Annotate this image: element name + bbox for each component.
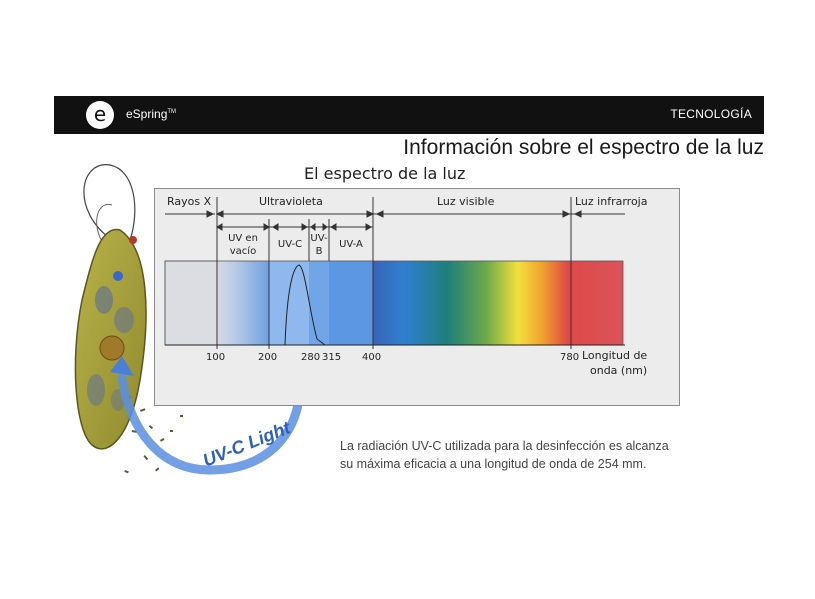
tick-780: 780 bbox=[560, 352, 580, 363]
band-uvb-line1: UV- bbox=[310, 233, 328, 244]
caption-line2: su máxima eficacia a una longitud de ond… bbox=[340, 457, 647, 471]
region-xray: Rayos X bbox=[167, 195, 212, 208]
header-bar: e eSpringTM TECNOLOGÍA bbox=[54, 96, 764, 134]
espring-logo: e bbox=[86, 101, 114, 129]
axis-label-line1: Longitud de bbox=[582, 349, 648, 362]
axis-label: Longitud de onda (nm) bbox=[582, 348, 647, 378]
tick-315: 315 bbox=[322, 352, 342, 363]
section-label: TECNOLOGÍA bbox=[670, 107, 752, 121]
region-ultraviolet: Ultravioleta bbox=[259, 195, 323, 208]
tick-400: 400 bbox=[362, 352, 382, 363]
caption: La radiación UV-C utilizada para la desi… bbox=[340, 437, 740, 473]
page-title: Información sobre el espectro de la luz bbox=[403, 136, 764, 159]
tick-100: 100 bbox=[206, 352, 226, 363]
uvc-band bbox=[269, 261, 309, 345]
uvc-peak-curve bbox=[284, 264, 326, 346]
spectrum-graphic bbox=[164, 197, 625, 349]
xray-band bbox=[164, 260, 218, 346]
tick-280: 280 bbox=[301, 352, 321, 363]
logo-letter: e bbox=[93, 102, 107, 126]
region-infrared: Luz infrarroja bbox=[575, 195, 648, 208]
axis-label-line2: onda (nm) bbox=[590, 364, 648, 377]
cell-body bbox=[74, 228, 147, 450]
brand-trademark: TM bbox=[167, 109, 177, 115]
diagram-title: El espectro de la luz bbox=[304, 164, 466, 183]
band-uvb: UV- B bbox=[310, 232, 328, 258]
uvc-light-label: UV-C Light bbox=[200, 417, 294, 471]
uvb-band bbox=[309, 261, 329, 345]
band-uv-vacuum-line1: UV en bbox=[228, 233, 258, 244]
region-visible: Luz visible bbox=[437, 195, 495, 208]
visible-band bbox=[373, 261, 623, 345]
spectrum-diagram: Rayos X Ultravioleta Luz visible Luz inf… bbox=[154, 188, 680, 406]
uv-beam-arrowhead bbox=[110, 356, 134, 376]
band-uva: UV-A bbox=[339, 239, 363, 250]
tick-200: 200 bbox=[258, 352, 278, 363]
uva-band bbox=[329, 261, 373, 345]
brand-name: eSpringTM bbox=[126, 107, 176, 121]
band-uvb-line2: B bbox=[315, 246, 323, 257]
band-uv-vacuum-line2: vacío bbox=[229, 246, 257, 257]
band-uv-vacuum: UV en vacío bbox=[223, 232, 263, 258]
caption-line1: La radiación UV-C utilizada para la desi… bbox=[340, 439, 669, 453]
brand-text: eSpring bbox=[126, 107, 168, 121]
band-uvc: UV-C bbox=[277, 239, 303, 250]
flagellum bbox=[83, 164, 136, 241]
uv-vacuum-band bbox=[217, 261, 269, 345]
